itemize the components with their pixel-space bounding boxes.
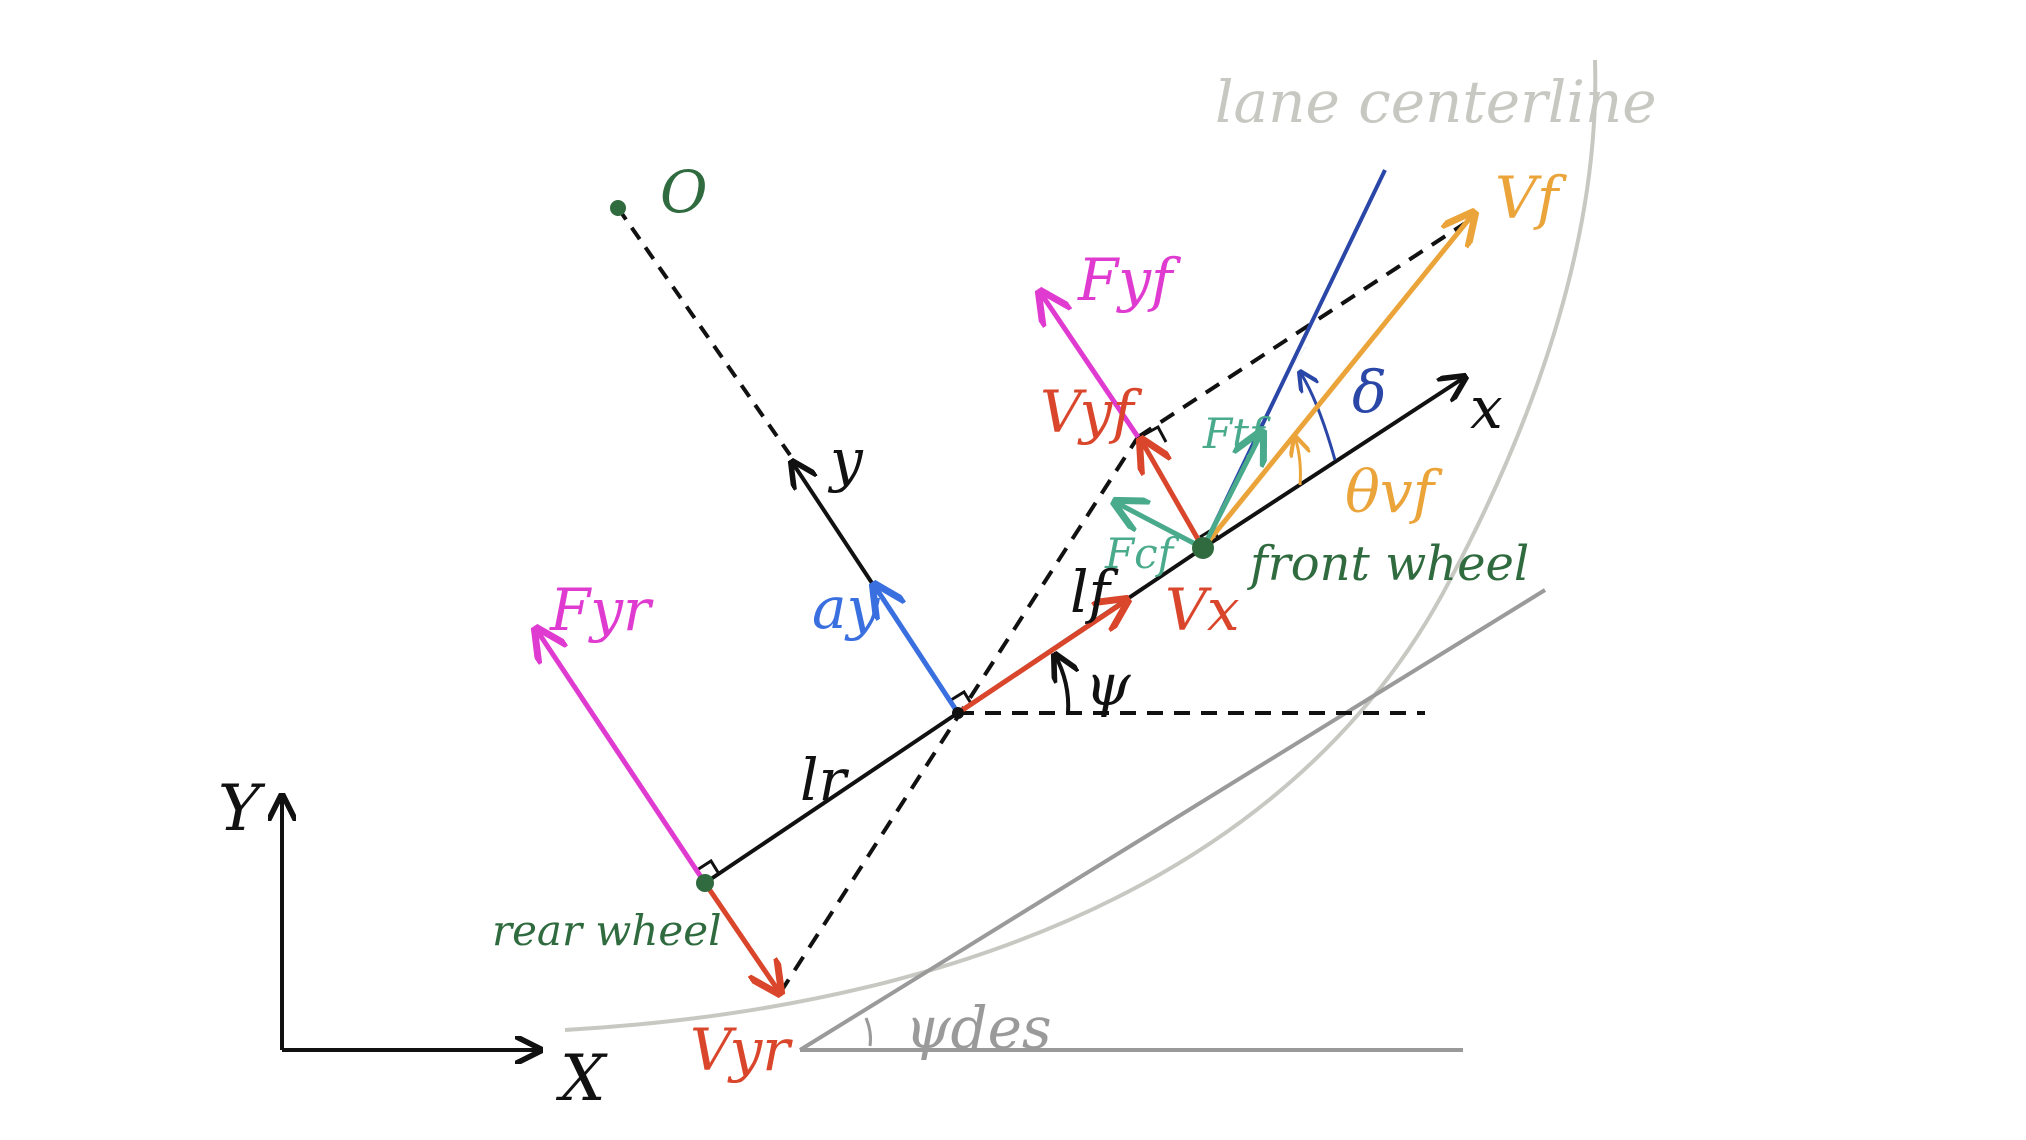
right-angle-mark-vyf xyxy=(1139,424,1168,443)
psi-arc xyxy=(1055,655,1068,714)
right-angle-mark-cg xyxy=(950,689,974,706)
rear-wheel-point xyxy=(696,874,714,892)
vyr-label: Vyr xyxy=(690,1016,793,1084)
right-angle-mark-rear xyxy=(696,858,721,875)
vx-label: Vx xyxy=(1165,576,1240,644)
center-of-gravity-point xyxy=(952,707,964,719)
body-y-label: y xyxy=(827,426,864,494)
steering-arrow-tip xyxy=(1281,347,1306,381)
rear-wheel-label: rear wheel xyxy=(492,906,722,955)
psi-des-arc xyxy=(864,1017,872,1047)
delta-label: δ xyxy=(1352,358,1387,426)
velocity-construction-dashed-2 xyxy=(1136,218,1472,439)
fyf-vector xyxy=(1040,292,1141,439)
origin-label: O xyxy=(660,158,708,226)
desired-heading-line xyxy=(798,588,1547,1052)
body-y-axis xyxy=(792,462,874,585)
psi-label: ψ xyxy=(1085,651,1131,719)
delta-arc xyxy=(1300,372,1337,461)
body-x-label: x xyxy=(1470,374,1503,442)
ay-label: ay xyxy=(812,574,881,642)
turn-radius-line xyxy=(616,206,792,457)
vf-vector xyxy=(1201,213,1474,550)
vf-label: Vf xyxy=(1495,164,1568,232)
fcf-label: Fcf xyxy=(1104,529,1180,578)
fyr-vector xyxy=(536,629,708,885)
theta-vf-arc xyxy=(1295,437,1300,486)
psi-des-label: ψdes xyxy=(905,994,1052,1062)
ftf-vector xyxy=(1200,432,1262,550)
fcf-vector xyxy=(1115,502,1205,551)
theta-vf-label: θvf xyxy=(1345,458,1444,526)
vyr-vector xyxy=(702,881,780,993)
global-y-label: Y xyxy=(218,772,266,846)
front-wheel-label: front wheel xyxy=(1247,536,1529,592)
fyf-label: Fyf xyxy=(1077,246,1182,314)
front-wheel-point xyxy=(1192,537,1214,559)
lr-label: lr xyxy=(800,746,850,814)
body-x-axis xyxy=(1201,377,1465,550)
ftf-label: Ftf xyxy=(1202,409,1271,458)
global-x-label: X xyxy=(555,1042,608,1116)
lane-centerline-curve xyxy=(564,59,1598,1032)
vyf-label: Vyf xyxy=(1040,378,1143,446)
instant-center-point xyxy=(610,200,626,216)
lane-centerline-label: lane centerline xyxy=(1215,68,1657,136)
vx-vector xyxy=(956,600,1127,716)
ay-vector xyxy=(874,585,961,715)
vyf-vector xyxy=(1141,440,1206,550)
fyr-label: Fyr xyxy=(549,576,654,644)
